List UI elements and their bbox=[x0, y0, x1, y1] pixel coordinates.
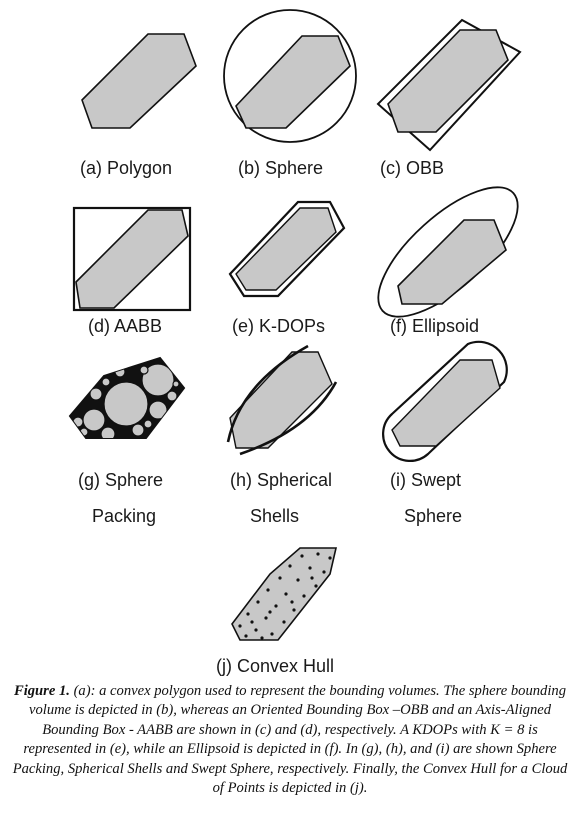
caption-body: (a): a convex polygon used to represent … bbox=[12, 683, 568, 797]
packing-sphere bbox=[141, 363, 175, 397]
panel-f-ellipsoid: (f) Ellipsoid bbox=[377, 186, 519, 336]
polygon-shape bbox=[387, 29, 509, 133]
packing-sphere bbox=[139, 365, 149, 375]
packing-sphere bbox=[101, 377, 111, 387]
packing-sphere bbox=[103, 381, 149, 427]
panel-g-label: (g) Sphere bbox=[78, 470, 163, 490]
spherical-shell-arc bbox=[226, 344, 309, 443]
panel-d-label: (d) AABB bbox=[88, 316, 162, 336]
panel-j-convex-hull: (j) Convex Hull bbox=[216, 547, 338, 676]
axis-aligned-bounding-box bbox=[72, 206, 192, 312]
oriented-bounding-box bbox=[376, 18, 522, 152]
packing-sphere bbox=[131, 423, 145, 437]
polygon-shape bbox=[81, 33, 197, 129]
panel-i-label-2: Sphere bbox=[404, 506, 462, 526]
panel-g-label-2: Packing bbox=[92, 506, 156, 526]
packing-sphere bbox=[89, 387, 103, 401]
panel-b-sphere: (b) Sphere bbox=[223, 9, 357, 178]
panel-h-spherical-shells: (h) Spherical Shells bbox=[226, 344, 338, 526]
panel-e-label: (e) K-DOPs bbox=[232, 316, 325, 336]
packing-sphere bbox=[143, 419, 153, 429]
panel-j-label: (j) Convex Hull bbox=[216, 656, 334, 676]
panel-a-label: (a) Polygon bbox=[80, 158, 172, 178]
figure-caption: Figure 1. (a): a convex polygon used to … bbox=[12, 682, 568, 798]
panel-e-kdops: (e) K-DOPs bbox=[228, 200, 346, 336]
packing-sphere bbox=[172, 380, 180, 388]
panel-d-aabb: (d) AABB bbox=[72, 206, 192, 336]
convex-hull-shape bbox=[231, 547, 338, 641]
panel-g-sphere-packing: (g) Sphere Packing bbox=[68, 356, 186, 526]
polygon-shape bbox=[397, 219, 507, 305]
packing-sphere bbox=[72, 416, 84, 428]
packing-sphere bbox=[166, 390, 178, 402]
caption-lead: Figure 1. bbox=[13, 683, 70, 699]
packing-sphere bbox=[114, 366, 126, 378]
panel-h-label-2: Shells bbox=[250, 506, 299, 526]
polygon-shape bbox=[235, 35, 351, 129]
panel-a-polygon: (a) Polygon bbox=[80, 33, 197, 178]
k-dop-hull bbox=[228, 200, 346, 298]
packing-sphere bbox=[148, 400, 168, 420]
point-cloud bbox=[238, 552, 332, 640]
panel-c-label: (c) OBB bbox=[380, 158, 444, 178]
packing-sphere bbox=[100, 426, 116, 438]
polygon-shape bbox=[391, 359, 501, 447]
spherical-shell-arc bbox=[239, 381, 338, 456]
polygon-shape bbox=[235, 207, 337, 291]
bounding-sphere bbox=[223, 9, 357, 143]
panel-f-label: (f) Ellipsoid bbox=[390, 316, 479, 336]
panel-i-swept-sphere: (i) Swept Sphere bbox=[382, 340, 508, 526]
swept-sphere-outline bbox=[382, 340, 508, 462]
panel-h-label: (h) Spherical bbox=[230, 470, 332, 490]
panel-i-label: (i) Swept bbox=[390, 470, 461, 490]
polygon-shape bbox=[229, 351, 333, 449]
polygon-shape bbox=[75, 209, 189, 309]
panel-b-label: (b) Sphere bbox=[238, 158, 323, 178]
panel-c-obb: (c) OBB bbox=[376, 18, 522, 178]
packing-sphere bbox=[82, 408, 106, 432]
